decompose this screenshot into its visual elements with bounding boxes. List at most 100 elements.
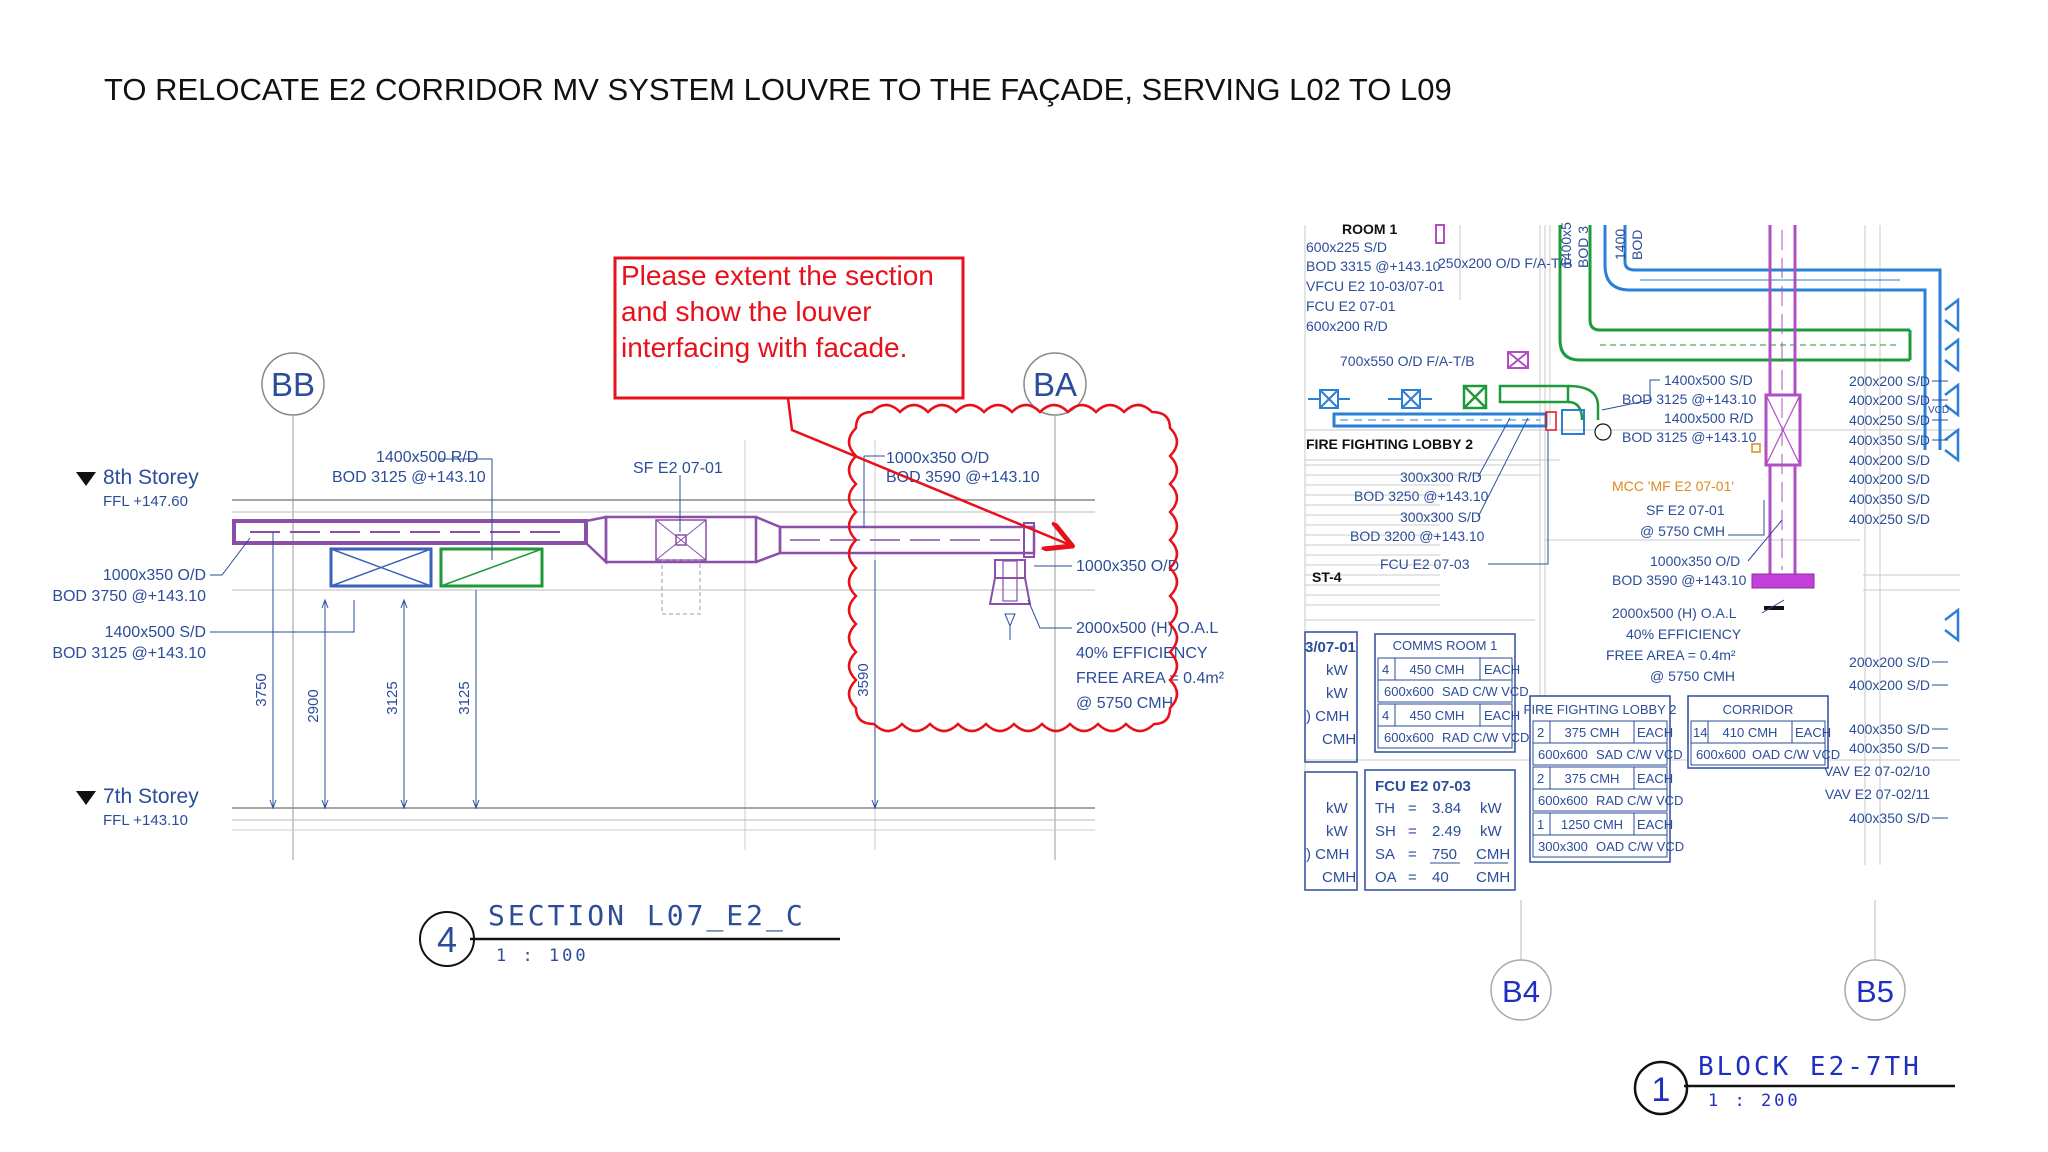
- view-number-1: 1: [1652, 1071, 1671, 1109]
- fcu-r1-d: kW: [1480, 800, 1503, 817]
- dim-3125-a: 3125: [384, 681, 401, 714]
- plan-vcd: VCD: [1928, 405, 1949, 416]
- plan-cut-kw3: kW: [1326, 800, 1349, 817]
- plan-sf-a: SF E2 07-01: [1646, 502, 1725, 518]
- plan-right-label-1: 200x200 S/D: [1849, 373, 1930, 389]
- plan-right-low-7: 400x350 S/D: [1849, 810, 1930, 826]
- corridor-r1-each: EACH: [1795, 725, 1831, 740]
- plan-cut-kw4: kW: [1326, 823, 1349, 840]
- plan-300x300-rd: 300x300 R/D: [1400, 469, 1482, 485]
- dim-3125-b: 3125: [456, 681, 473, 714]
- grid-bubble-bb: [261, 352, 325, 416]
- plan-fcu0703: FCU E2 07-03: [1380, 556, 1470, 572]
- blue-supply-duct: [1603, 225, 1942, 450]
- ffl-r3-cmh: 375 CMH: [1565, 771, 1620, 786]
- view-title-plan: BLOCK E2-7TH: [1698, 1052, 1922, 1082]
- fcu-r3-d: CMH: [1476, 846, 1510, 863]
- slide-title: TO RELOCATE E2 CORRIDOR MV SYSTEM LOUVRE…: [104, 72, 1452, 107]
- comms-r3-each: EACH: [1484, 708, 1520, 723]
- plan-1400-c: 1400: [1612, 229, 1628, 260]
- grid-label-b4: B4: [1502, 974, 1540, 1009]
- ffl-r1-each: EACH: [1637, 725, 1673, 740]
- comms-title: COMMS ROOM 1: [1393, 638, 1498, 653]
- plan-right-low-2: 400x200 S/D: [1849, 677, 1930, 693]
- sf-fan-box: [604, 515, 758, 564]
- label-1400x500-rd: 1400x500 R/D: [376, 449, 478, 466]
- view-title-section: SECTION L07_E2_C: [488, 899, 806, 933]
- comms-r4-size: 600x600: [1384, 730, 1434, 745]
- plan-right-low-3: 400x350 S/D: [1849, 721, 1930, 737]
- ffl-r3-qty: 2: [1537, 771, 1544, 786]
- plan-right-label-6: 400x200 S/D: [1849, 471, 1930, 487]
- label-1000x350-od-left: 1000x350 O/D: [103, 567, 206, 584]
- ffl-r5-each: EACH: [1637, 817, 1673, 832]
- comms-r4-desc: RAD C/W VCD: [1442, 730, 1529, 745]
- label-oal-3: FREE AREA = 0.4m²: [1076, 670, 1225, 687]
- plan-right-low-1: 200x200 S/D: [1849, 654, 1930, 670]
- fcu-r1-c: 3.84: [1432, 800, 1461, 817]
- label-bod3125-sd: BOD 3125 @+143.10: [52, 645, 206, 662]
- plan-1400-d: BOD: [1629, 230, 1645, 260]
- plan-600x225: 600x225 S/D: [1306, 239, 1387, 255]
- fcu-r3-c: 750: [1432, 846, 1457, 863]
- corridor-title: CORRIDOR: [1723, 702, 1794, 717]
- grid-label-b5: B5: [1856, 974, 1894, 1009]
- label-bod3590: BOD 3590 @+143.10: [886, 469, 1040, 486]
- plan-1400x500-rd: 1400x500 R/D: [1664, 410, 1754, 426]
- plan-fcu0701: FCU E2 07-01: [1306, 298, 1396, 314]
- plan-oal-1: 2000x500 (H) O.A.L: [1612, 605, 1737, 621]
- ffl-r2-desc: SAD C/W VCD: [1596, 747, 1683, 762]
- level-marker-8: [76, 472, 96, 486]
- label-1400x500-sd: 1400x500 S/D: [105, 624, 206, 641]
- plan-right-label-3: 400x250 S/D: [1849, 412, 1930, 428]
- plan-right-label-5: 400x200 S/D: [1849, 452, 1930, 468]
- plan-mcc: MCC 'MF E2 07-01': [1612, 478, 1734, 494]
- dim-3590: 3590: [855, 663, 872, 696]
- storey-8-ffl: FFL +147.60: [103, 493, 188, 510]
- purple-oa-duct: [1764, 225, 1802, 575]
- fcu-r4-a: OA: [1375, 869, 1397, 886]
- plan-right-low-5: VAV E2 07-02/10: [1824, 763, 1930, 779]
- plan-sf-b: @ 5750 CMH: [1640, 523, 1725, 539]
- plan-bod3250: BOD 3250 @+143.10: [1354, 488, 1489, 504]
- plan-bod3590: BOD 3590 @+143.10: [1612, 572, 1747, 588]
- plan-right-low-4: 400x350 S/D: [1849, 740, 1930, 756]
- ffl-table: FIRE FIGHTING LOBBY 2 2 375 CMH EACH 600…: [1524, 695, 1684, 863]
- label-1000x350-od-right: 1000x350 O/D: [1076, 558, 1179, 575]
- green-return-duct: [1558, 225, 1912, 362]
- fcu-r3-b: =: [1408, 846, 1417, 863]
- oal-louver: [988, 577, 1032, 605]
- fcu-table: FCU E2 07-03 TH = 3.84 kW SH = 2.49 kW S…: [1364, 769, 1516, 891]
- plan-300x300-sd: 300x300 S/D: [1400, 509, 1481, 525]
- plan-bod3125-b: BOD 3125 @+143.10: [1622, 429, 1757, 445]
- oa-duct: [232, 519, 588, 545]
- ffl-r2-size: 600x600: [1538, 747, 1588, 762]
- plan-left-cut-table-2: [1304, 771, 1358, 891]
- ffl-r6-desc: OAD C/W VCD: [1596, 839, 1684, 854]
- corridor-r2-desc: OAD C/W VCD: [1752, 747, 1840, 762]
- plan-1400x500-sd: 1400x500 S/D: [1664, 372, 1753, 388]
- view-number-circle-1: [1633, 1060, 1689, 1116]
- plan-ffl2: FIRE FIGHTING LOBBY 2: [1306, 436, 1473, 452]
- dim-2900: 2900: [305, 689, 322, 722]
- plan-right-label-4: 400x350 S/D: [1849, 432, 1930, 448]
- plan-1400-a: 1400x5: [1558, 222, 1574, 268]
- plan-cut-title: 3/07-01: [1305, 639, 1356, 656]
- plan-oal-2: 40% EFFICIENCY: [1626, 626, 1742, 642]
- grid-label-ba: BA: [1033, 366, 1077, 403]
- plan-600x200: 600x200 R/D: [1306, 318, 1388, 334]
- plan-1400-b: BOD 3: [1575, 226, 1591, 268]
- plan-cut-kw2: kW: [1326, 685, 1349, 702]
- sd-duct: [329, 547, 433, 588]
- label-1000x350-od-top: 1000x350 O/D: [886, 450, 989, 467]
- ffl-r4-size: 600x600: [1538, 793, 1588, 808]
- level-marker-7: [76, 791, 96, 805]
- plan-bod3315: BOD 3315 @+143.10: [1306, 258, 1441, 274]
- plan-bod3125-a: BOD 3125 @+143.10: [1622, 391, 1757, 407]
- label-bod3750: BOD 3750 @+143.10: [52, 588, 206, 605]
- plan-oal-4: @ 5750 CMH: [1650, 668, 1735, 684]
- markup-arrow: [786, 397, 1070, 545]
- storey-7-label: 7th Storey: [103, 785, 199, 808]
- plan-right-label-8: 400x250 S/D: [1849, 511, 1930, 527]
- plan-oal-3: FREE AREA = 0.4m²: [1606, 647, 1736, 663]
